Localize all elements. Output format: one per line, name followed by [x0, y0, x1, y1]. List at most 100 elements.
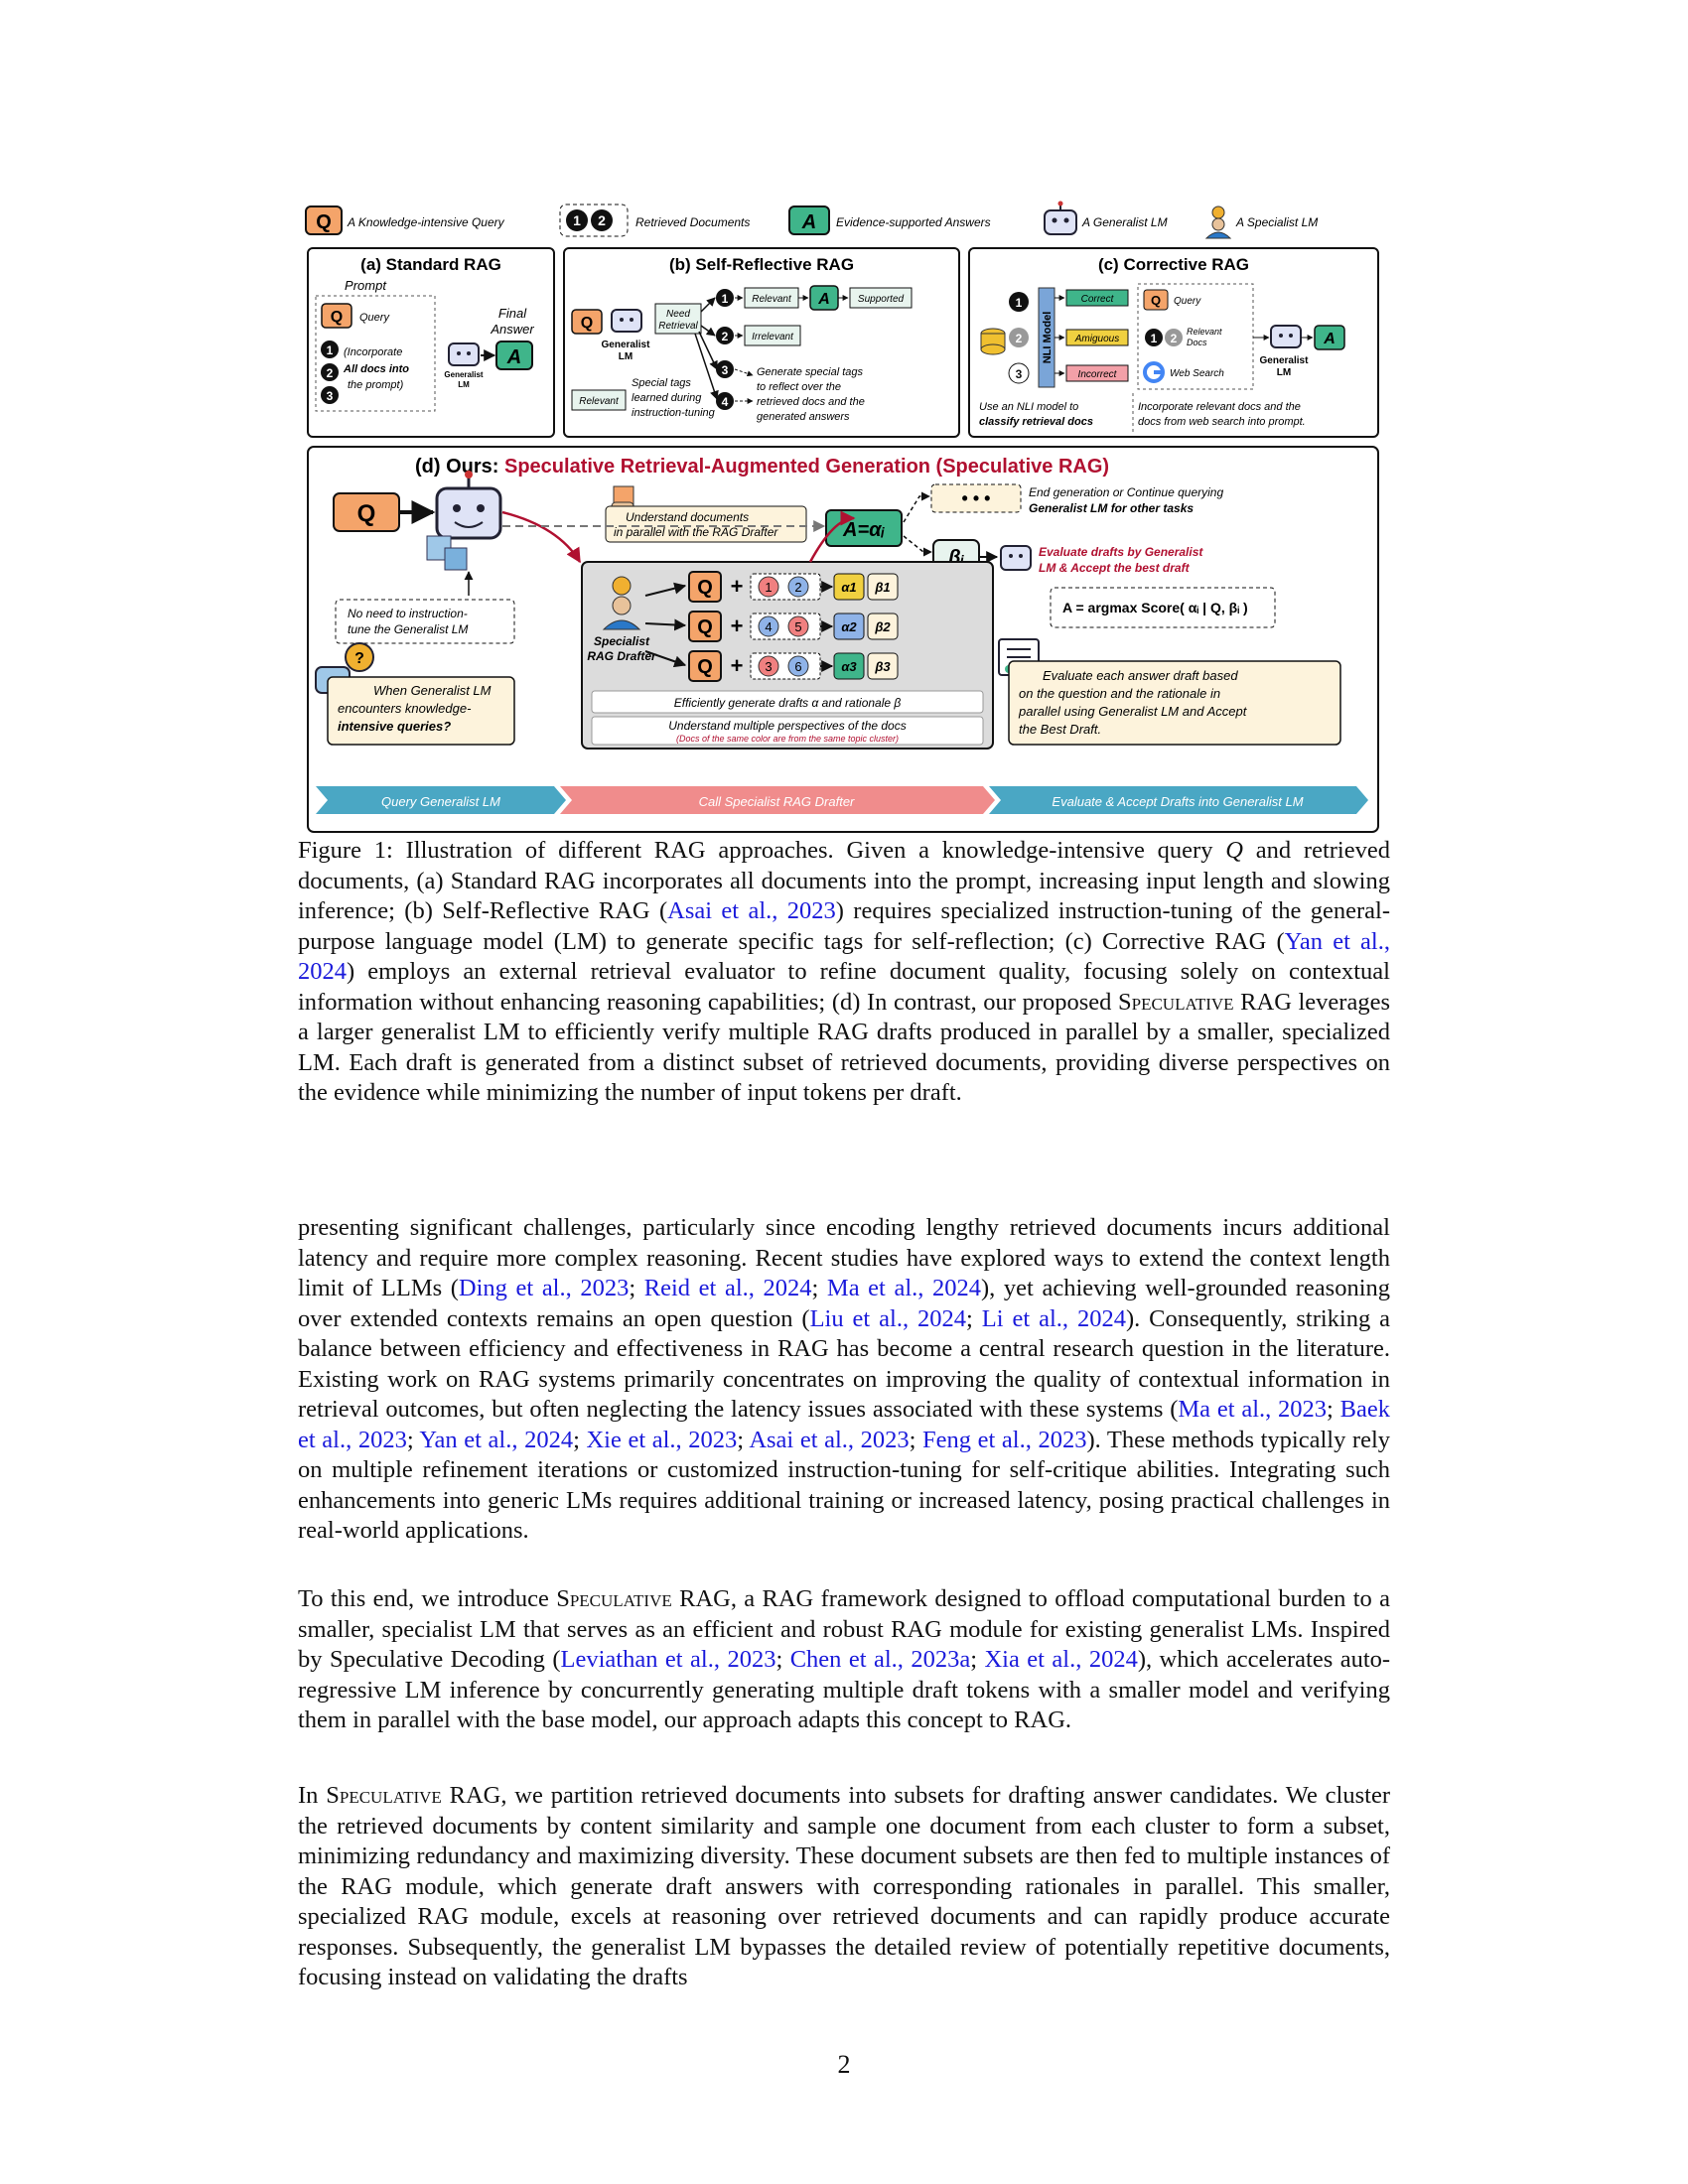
note-line: learned during: [632, 392, 702, 404]
panel-b-title: (b) Self-Reflective RAG: [669, 255, 854, 274]
legend-query-glyph: Q: [316, 211, 332, 233]
citation-link[interactable]: Liu et al., 2024: [809, 1304, 967, 1332]
legend-doc-1: 1: [573, 212, 581, 228]
citation-link[interactable]: Ding et al., 2023: [458, 1275, 630, 1301]
note-line: parallel using Generalist LM and Accept: [1018, 704, 1248, 719]
doc-number: 6: [794, 659, 801, 674]
citation-link[interactable]: Ma et al., 2024: [826, 1275, 982, 1301]
panel-corrective-rag: (c) Corrective RAG 1 2 3 NLI Model Corre…: [968, 247, 1379, 438]
page-number: 2: [837, 2050, 851, 2079]
incorrect-tag: Incorrect: [1078, 369, 1118, 380]
citation-link[interactable]: Asai et al., 2023: [667, 897, 836, 924]
citation-link[interactable]: Xie et al., 2023: [586, 1426, 738, 1453]
note-line: encounters knowledge-: [338, 701, 472, 716]
query-glyph: Q: [697, 616, 713, 638]
note-line: docs from web search into prompt.: [1138, 416, 1306, 428]
generalist-robot-icon: [1000, 545, 1032, 571]
generalist-robot-icon: [426, 471, 502, 571]
citation-link[interactable]: Ma et al., 2023: [1178, 1396, 1328, 1423]
note-line: Incorporate relevant docs and the: [1138, 401, 1301, 413]
citation-link[interactable]: Xia et al., 2024: [984, 1646, 1138, 1673]
panel-d-title: (d) Ours: Speculative Retrieval-Augmente…: [415, 456, 1109, 478]
note-line: Understand multiple perspectives of the …: [668, 719, 906, 733]
generalist-label: Generalist: [602, 340, 651, 350]
note-line: instruction-tuning: [632, 407, 716, 419]
doc-4: 4: [722, 395, 729, 409]
score-formula: A = argmax Score( αᵢ | Q, βᵢ ): [1062, 600, 1248, 615]
doc-1: 1: [1151, 332, 1158, 345]
draft-beta: β3: [874, 659, 891, 674]
need-retrieval-tag: Need: [666, 309, 690, 320]
note-line: Use an NLI model to: [979, 401, 1078, 413]
doc-2: 2: [1171, 332, 1178, 345]
web-search-label: Web Search: [1170, 368, 1224, 379]
note-line: on the question and the rationale in: [1019, 686, 1220, 701]
note-line: Efficiently generate drafts α and ration…: [674, 696, 902, 710]
final-answer-label: Final: [498, 306, 527, 321]
note-line: tune the Generalist LM: [348, 622, 468, 636]
generalist-label: LM: [1277, 367, 1291, 378]
draft-beta: β2: [874, 619, 891, 634]
specialist-person-icon: [1204, 205, 1232, 239]
paragraph: presenting significant challenges, parti…: [298, 1214, 1391, 1544]
note-line: to reflect over the: [757, 381, 841, 393]
note-line: Generalist LM for other tasks: [1029, 501, 1194, 515]
query-glyph: Q: [697, 577, 713, 599]
need-retrieval-tag: Retrieval: [658, 321, 698, 332]
panel-standard-rag: (a) Standard RAG Prompt Q Query 1 2 3 (I…: [307, 247, 555, 438]
draft-row-2: Q + 4 5 α2 β2: [688, 611, 899, 642]
doc-1: 1: [327, 343, 334, 357]
doc-2: 2: [1016, 332, 1023, 345]
plus-sign: +: [731, 653, 744, 678]
answer-glyph: A=αᵢ: [842, 519, 886, 541]
generalist-label: Generalist: [1260, 355, 1310, 366]
relevant-tag: Relevant: [752, 294, 792, 305]
database-icon: [980, 328, 1006, 355]
final-answer-label: Answer: [490, 322, 534, 337]
doc-number: 4: [765, 619, 772, 634]
stage-evaluate-accept: Evaluate & Accept Drafts into Generalist…: [1052, 794, 1303, 809]
stage-call-drafter: Call Specialist RAG Drafter: [699, 794, 855, 809]
panel-speculative-rag: (d) Ours: Speculative Retrieval-Augmente…: [307, 446, 1379, 833]
note-line: intensive queries?: [338, 719, 451, 734]
answer-glyph: A: [817, 291, 830, 308]
doc-1: 1: [722, 292, 729, 306]
note-line: Special tags: [632, 377, 691, 389]
legend-doc-2: 2: [598, 212, 606, 228]
nli-model-label: NLI Model: [1042, 312, 1054, 364]
relevant-tag: Relevant: [579, 396, 620, 407]
draft-alpha: α3: [841, 659, 857, 674]
generalist-label: LM: [619, 351, 633, 362]
citation-link[interactable]: Reid et al., 2024: [643, 1275, 812, 1301]
note-line: Evaluate each answer draft based: [1043, 668, 1238, 683]
specialist-person-icon: [602, 576, 641, 630]
citation-link[interactable]: Feng et al., 2023: [922, 1426, 1087, 1453]
generalist-robot-icon: [1044, 201, 1077, 235]
generalist-label: Generalist: [444, 370, 483, 379]
citation-link[interactable]: Yan et al., 2024: [298, 927, 1390, 986]
generalist-robot-icon: [1270, 325, 1302, 348]
panel-a-title: (a) Standard RAG: [360, 255, 501, 274]
note-line: No need to instruction-: [348, 607, 468, 620]
citation-link[interactable]: Baek et al., 2023: [298, 1396, 1390, 1453]
legend-query-label: A Knowledge-intensive Query: [347, 215, 505, 229]
doc-number: 3: [765, 659, 772, 674]
doc-number: 1: [765, 580, 772, 595]
citation-link[interactable]: Yan et al., 2024: [419, 1426, 574, 1453]
note-line: LM & Accept the best draft: [1039, 561, 1191, 575]
answer-glyph: A: [1323, 331, 1336, 347]
citation-link[interactable]: Li et al., 2024: [981, 1304, 1126, 1332]
note-line: Evaluate drafts by Generalist: [1039, 545, 1203, 559]
generalist-robot-icon: [611, 309, 642, 333]
citation-link[interactable]: Chen et al., 2023a: [789, 1646, 971, 1673]
paragraph: To this end, we introduce Speculative RA…: [298, 1585, 1391, 1733]
generalist-robot-icon: [448, 342, 480, 366]
draft-alpha: α1: [841, 580, 856, 595]
note-line: generated answers: [757, 411, 850, 423]
query-glyph: Q: [357, 500, 376, 527]
relevant-docs-label: Relevant: [1187, 327, 1222, 337]
legend: Q A Knowledge-intensive Query 1 2 Retrie…: [305, 201, 1318, 239]
citation-link[interactable]: Leviathan et al., 2023: [560, 1646, 776, 1673]
citation-link[interactable]: Asai et al., 2023: [749, 1426, 910, 1453]
note-line: (Docs of the same color are from the sam…: [676, 734, 899, 744]
